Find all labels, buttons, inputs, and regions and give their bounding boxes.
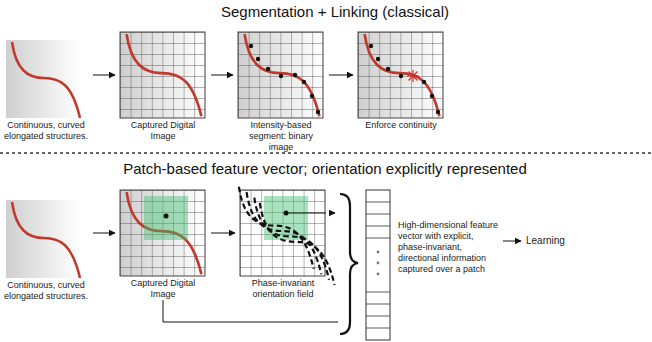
caption: Continuous, curved elongated structures. — [2, 120, 90, 142]
caption: Intensity-based segment: binary image — [236, 120, 326, 153]
connector-arrow — [93, 233, 115, 234]
feature-vector — [366, 190, 390, 340]
connector-arrow — [503, 241, 521, 242]
connector-arrow — [211, 75, 233, 76]
caption: Enforce continuity — [356, 120, 446, 131]
section-heading: Patch-based feature vector; orientation … — [30, 160, 620, 177]
continuous-image — [6, 40, 80, 118]
image-stage: Learning — [524, 235, 574, 246]
brace — [340, 194, 358, 334]
continuous-image — [6, 200, 80, 278]
connector-arrow — [163, 300, 338, 322]
image-stage: Continuous, curved elongated structures. — [2, 200, 90, 302]
image-stage: High-dimensional feature vector with exp… — [338, 190, 500, 338]
connector-arrow — [329, 75, 353, 76]
image-stage: Captured Digital Image — [118, 190, 208, 300]
caption: Captured Digital Image — [118, 278, 208, 300]
caption: Captured Digital Image — [118, 120, 208, 142]
digital-image — [120, 32, 205, 118]
caption: Learning — [526, 235, 574, 246]
caption: Continuous, curved elongated structures. — [2, 280, 90, 302]
orientation-field — [239, 187, 335, 285]
section-heading: Segmentation + Linking (classical) — [160, 3, 510, 20]
caption: Phase-invariant orientation field — [238, 278, 328, 300]
binary-image — [238, 32, 323, 118]
continuity-image — [358, 32, 443, 118]
connector-arrow — [93, 75, 115, 76]
image-stage: Intensity-based segment: binary image — [236, 32, 326, 153]
image-stage: Captured Digital Image — [118, 32, 208, 142]
connector-arrow — [331, 213, 335, 214]
connector-arrow — [211, 233, 235, 234]
caption: High-dimensional feature vector with exp… — [398, 220, 500, 275]
separator — [0, 152, 652, 153]
image-stage: Continuous, curved elongated structures. — [2, 40, 90, 142]
image-stage: Phase-invariant orientation field — [238, 190, 328, 300]
digital-image-patch — [120, 190, 205, 276]
image-stage: Enforce continuity — [356, 32, 446, 131]
